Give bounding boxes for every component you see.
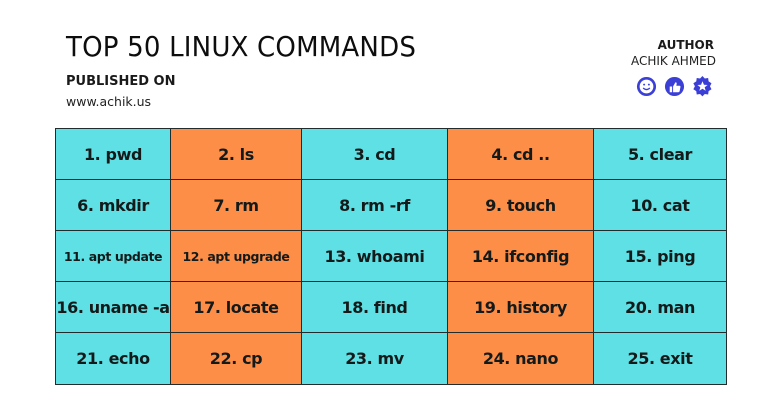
command-cell: 24. nano <box>448 333 594 384</box>
author-name: ACHIK AHMED <box>630 54 716 68</box>
command-cell: 1. pwd <box>56 129 171 180</box>
social-icons <box>636 76 713 97</box>
star-badge-icon <box>692 76 713 97</box>
command-cell: 14. ifconfig <box>448 231 594 282</box>
command-cell: 11. apt update <box>56 231 171 282</box>
author-label: AUTHOR <box>657 38 714 52</box>
command-cell: 2. ls <box>171 129 302 180</box>
command-cell: 25. exit <box>594 333 726 384</box>
command-cell: 6. mkdir <box>56 180 171 231</box>
command-cell: 23. mv <box>302 333 448 384</box>
command-cell: 20. man <box>594 282 726 333</box>
smiley-face-icon <box>636 76 657 97</box>
command-cell: 18. find <box>302 282 448 333</box>
command-cell: 13. whoami <box>302 231 448 282</box>
thumbs-up-icon <box>664 76 685 97</box>
command-cell: 16. uname -a <box>56 282 171 333</box>
command-cell: 21. echo <box>56 333 171 384</box>
published-label: PUBLISHED ON <box>66 74 176 89</box>
command-cell: 19. history <box>448 282 594 333</box>
published-url: www.achik.us <box>66 94 152 109</box>
command-cell: 17. locate <box>171 282 302 333</box>
command-cell: 15. ping <box>594 231 726 282</box>
command-cell: 8. rm -rf <box>302 180 448 231</box>
command-cell: 3. cd <box>302 129 448 180</box>
command-cell: 4. cd .. <box>448 129 594 180</box>
command-cell: 7. rm <box>171 180 302 231</box>
command-cell: 10. cat <box>594 180 726 231</box>
command-cell: 5. clear <box>594 129 726 180</box>
command-cell: 12. apt upgrade <box>171 231 302 282</box>
command-cell: 22. cp <box>171 333 302 384</box>
page-title: TOP 50 LINUX COMMANDS <box>66 30 417 63</box>
command-cell: 9. touch <box>448 180 594 231</box>
